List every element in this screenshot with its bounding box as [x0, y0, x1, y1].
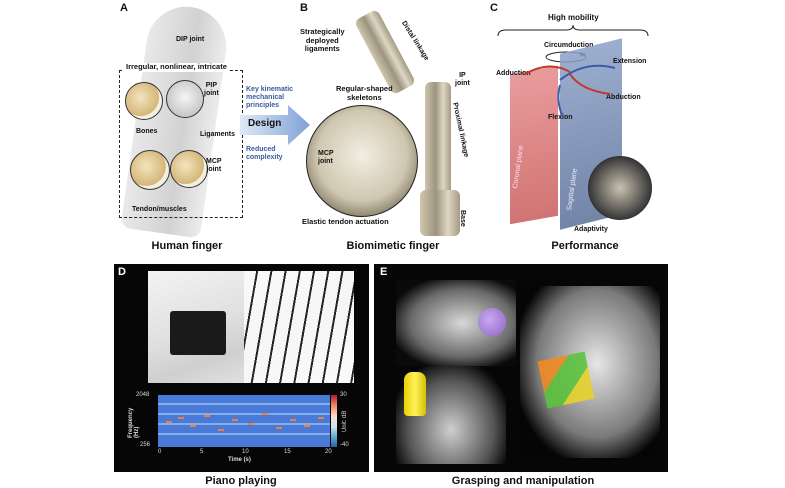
- high-mobility-title: High mobility: [548, 13, 599, 22]
- colorbar-label: Unit: dB: [342, 410, 348, 432]
- grasp-bottle-photo: [396, 366, 506, 464]
- base-label: Base: [459, 210, 466, 227]
- mcp-joint-label-b: MCP joint: [318, 150, 334, 166]
- colorbar-bottom-value: -40: [340, 442, 349, 448]
- motion-arrows-icon: [524, 64, 616, 116]
- purple-ball: [478, 308, 506, 336]
- x-tick-0: 0: [158, 449, 162, 455]
- spectrogram-y-top: 2048: [136, 392, 150, 398]
- abduction-label: Abduction: [606, 94, 641, 101]
- adaptivity-detail-image: [588, 156, 652, 220]
- tendon-actuation-label: Elastic tendon actuation: [302, 217, 389, 226]
- design-label: Design: [248, 118, 282, 129]
- adaptivity-label: Adaptivity: [574, 226, 608, 233]
- performance-caption: Performance: [551, 240, 619, 252]
- design-arrow-icon: [240, 105, 310, 145]
- mcp-joint-label: MCP joint: [206, 158, 222, 174]
- panel-b-letter: B: [300, 2, 308, 14]
- adduction-label: Adduction: [496, 70, 531, 77]
- yellow-bottle: [404, 372, 426, 416]
- panel-c-letter: C: [490, 2, 498, 14]
- panel-e-letter: E: [380, 266, 388, 278]
- spectrogram-y-bottom: 256: [140, 442, 151, 448]
- x-tick-5: 5: [200, 449, 204, 455]
- key-principles-text: Key kinematic mechanical principles: [246, 86, 294, 110]
- x-tick-15: 15: [284, 449, 291, 455]
- spectrogram-colorbar: [331, 395, 337, 447]
- x-tick-20: 20: [325, 449, 332, 455]
- flexion-label: Flexion: [548, 114, 573, 121]
- distal-linkage-label: Distal linkage: [400, 20, 430, 62]
- bones-label: Bones: [136, 128, 158, 135]
- colorbar-top-value: 30: [340, 392, 347, 398]
- mcp-joint-magnifier: [306, 105, 418, 217]
- piano-keys: [244, 271, 354, 383]
- ligaments-label: Ligaments: [200, 131, 236, 138]
- spectrogram-xlabel: Time (s): [228, 457, 251, 463]
- human-finger-caption: Human finger: [151, 240, 223, 252]
- spectrogram-plot: [158, 395, 330, 447]
- dip-joint-label: DIP joint: [176, 36, 205, 43]
- reduced-complexity-text: Reduced complexity: [246, 146, 283, 162]
- robotic-hand-base: [170, 311, 226, 355]
- tendon-detail-image: [130, 150, 170, 190]
- panel-a-letter: A: [120, 2, 128, 14]
- base-part: [420, 190, 460, 236]
- biomimetic-finger-caption: Biomimetic finger: [346, 240, 440, 252]
- pip-joint-label: PIP joint: [204, 82, 219, 98]
- panel-d-letter: D: [118, 266, 126, 278]
- piano-playing-caption: Piano playing: [205, 475, 277, 487]
- ip-joint-label: IP joint: [455, 72, 470, 88]
- grasp-ball-photo: [396, 280, 516, 366]
- rubiks-cube: [537, 351, 595, 409]
- x-tick-10: 10: [242, 449, 249, 455]
- anatomy-box-title: Irregular, nonlinear, intricate: [124, 62, 229, 72]
- piano-hand-photo: [148, 271, 354, 383]
- proximal-linkage-label: Proximal linkage: [451, 102, 470, 158]
- tendon-muscles-label: Tendon/muscles: [132, 206, 187, 213]
- circumduction-label: Circumduction: [544, 42, 594, 49]
- mobility-brace-icon: [497, 24, 649, 37]
- spectrogram-notes: [158, 395, 330, 447]
- cube-manipulation-photo: [520, 286, 660, 458]
- pip-joint-detail-image: [166, 80, 204, 118]
- grasping-caption: Grasping and manipulation: [451, 475, 595, 487]
- spectrogram-ylabel: Frequency (Hz): [128, 407, 140, 438]
- mcp-joint-detail-image: [170, 150, 208, 188]
- skeletons-callout: Regular-shaped skeletons: [336, 84, 393, 102]
- extension-label: Extension: [613, 58, 647, 65]
- ligaments-callout: Strategically deployed ligaments: [300, 27, 345, 54]
- bones-detail-image: [125, 82, 163, 120]
